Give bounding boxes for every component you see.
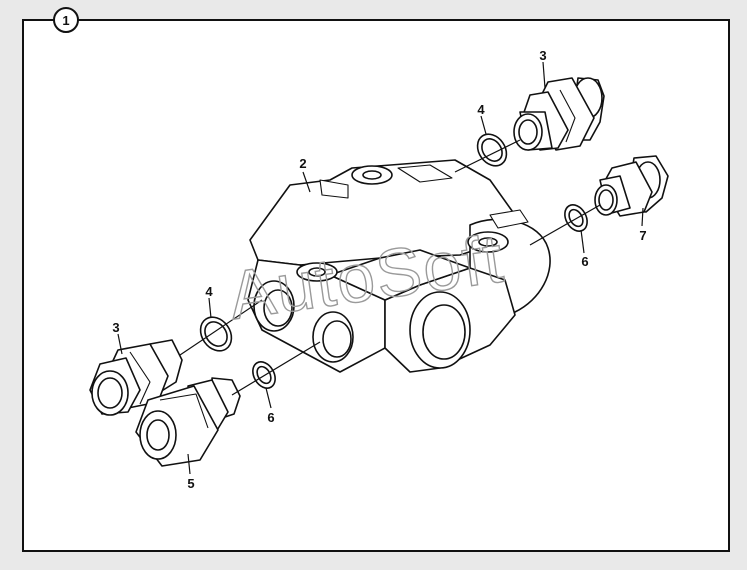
- callout-fitting-top: 3: [539, 48, 546, 63]
- fitting-top: [513, 77, 605, 151]
- callout-fitting-left: 3: [112, 320, 119, 335]
- fitting-left: [89, 339, 183, 416]
- callout-oring-left: 4: [205, 284, 213, 299]
- valve-block: [247, 159, 551, 373]
- callout-block: 2: [299, 156, 306, 171]
- callout-leaders: [117, 61, 644, 475]
- fitting-right: [594, 155, 669, 217]
- callout-oring-small-left: 6: [267, 410, 274, 425]
- callout-oring-small-right: 6: [581, 254, 588, 269]
- figure-number: 1: [62, 13, 69, 28]
- callout-fitting-right: 7: [639, 228, 646, 243]
- assembly-axes: [179, 139, 601, 396]
- callout-oring-top: 4: [477, 102, 485, 117]
- figure-number-badge: 1: [53, 7, 79, 33]
- callout-nut-fitting: 5: [187, 476, 194, 491]
- oring-small-left: [252, 361, 276, 389]
- nut-fitting: [135, 377, 241, 467]
